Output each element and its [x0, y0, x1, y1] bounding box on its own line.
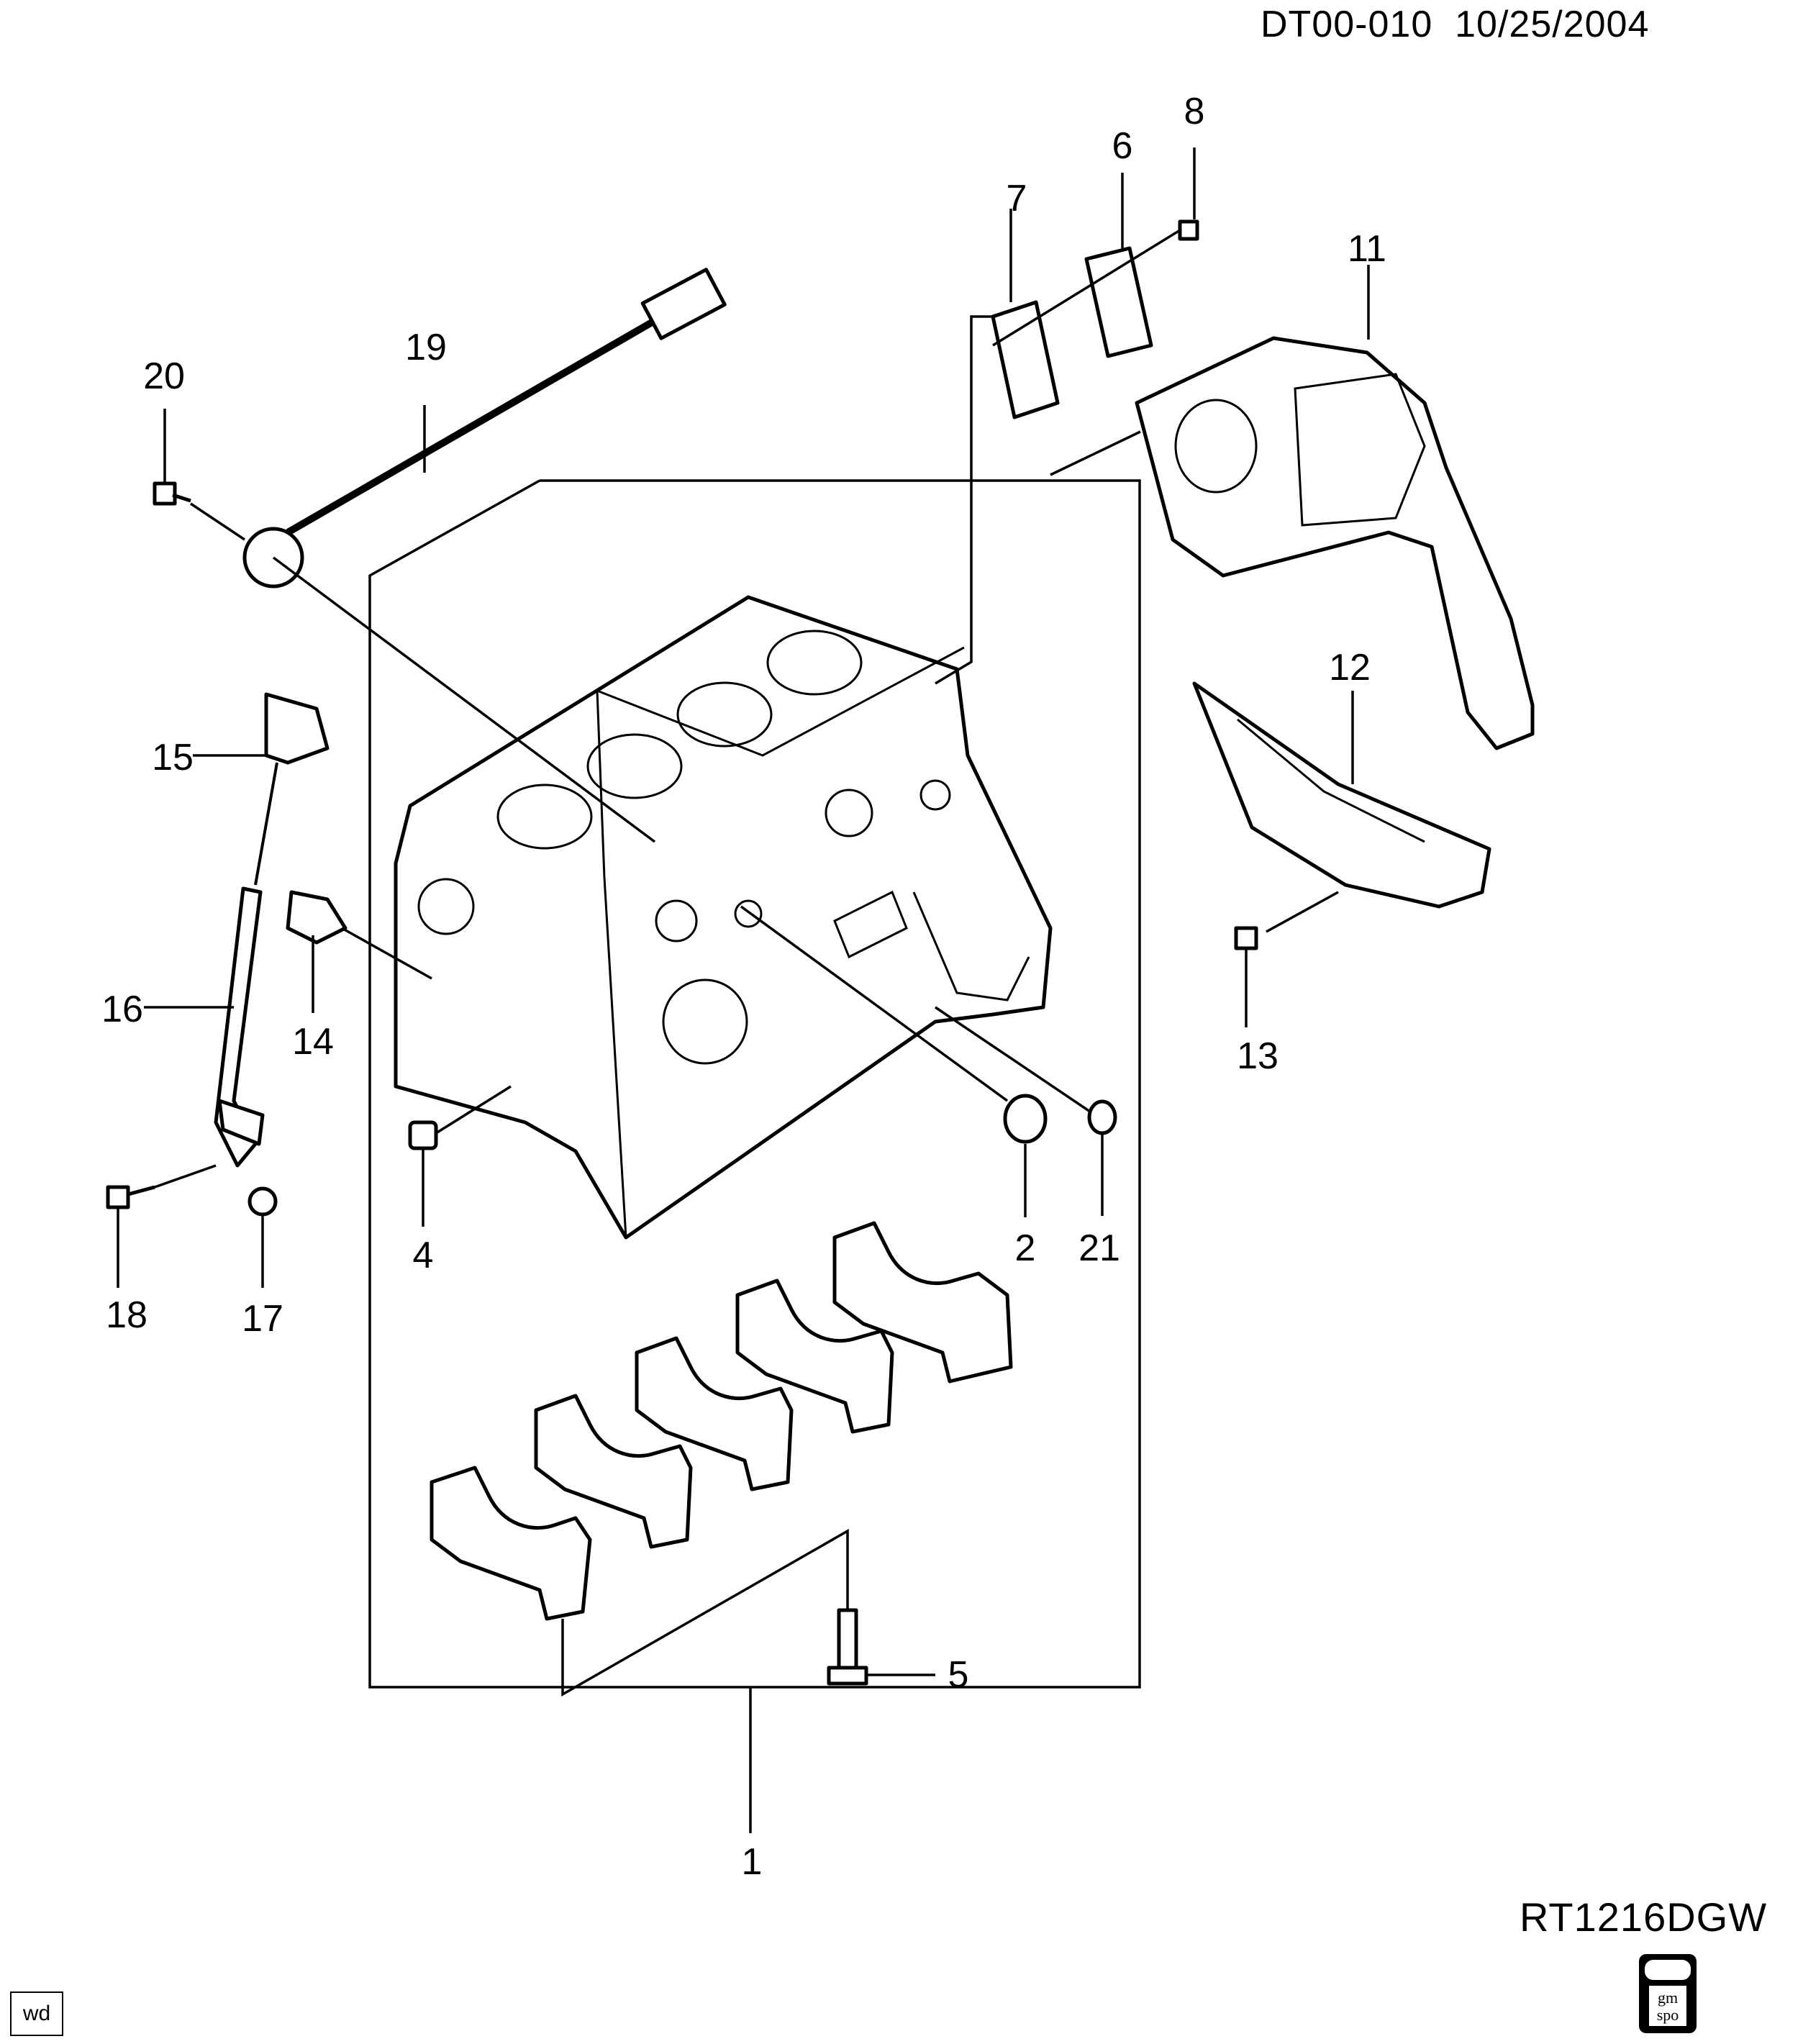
callout-15: 15 [152, 737, 194, 778]
svg-text:gm: gm [1658, 1989, 1678, 2007]
bolt-8-drawing [1178, 219, 1199, 241]
reference-code: RT1216DGW [1520, 1894, 1768, 1940]
callout-17: 17 [242, 1298, 283, 1340]
callout-2: 2 [1015, 1227, 1036, 1269]
callout-4: 4 [413, 1235, 434, 1276]
drain-plug-drawing [408, 1120, 438, 1150]
bearing-caps-drawing [430, 1221, 1013, 1621]
callout-12: 12 [1329, 647, 1371, 689]
cover-bolt-drawing [1234, 926, 1258, 950]
callout-13: 13 [1237, 1035, 1279, 1077]
callout-1: 1 [742, 1841, 763, 1883]
callout-6: 6 [1112, 125, 1133, 167]
corner-tag: wd [10, 1991, 63, 2036]
callout-14: 14 [292, 1021, 334, 1063]
sensor-bolt-drawing [153, 481, 191, 506]
callout-5: 5 [948, 1654, 969, 1696]
callout-16: 16 [101, 989, 143, 1030]
gasket-6-drawing [1084, 246, 1153, 358]
callout-18: 18 [106, 1294, 147, 1336]
callout-21: 21 [1078, 1227, 1120, 1269]
callout-11: 11 [1348, 228, 1386, 270]
callout-19: 19 [405, 327, 447, 368]
callout-8: 8 [1184, 91, 1205, 132]
logo-badge-icon: gm spo [1645, 1960, 1691, 2026]
belt-cover-drawing [1192, 681, 1491, 909]
document-code: DT00-010 10/25/2004 [1261, 4, 1650, 45]
dipstick-drawing [254, 692, 330, 886]
gm-spo-logo: gm spo [1639, 1954, 1697, 2033]
cylinder-block-drawing [394, 595, 1053, 1240]
assembly-box [368, 479, 1141, 1689]
cover-plate-7-drawing [991, 300, 1060, 419]
washer-drawing [247, 1186, 278, 1217]
timing-cover-plate-drawing [1135, 336, 1535, 750]
knock-sensor-drawing [242, 268, 727, 589]
callout-20: 20 [143, 355, 185, 397]
cap-bolt-drawing [827, 1608, 868, 1686]
svg-text:spo: spo [1657, 2006, 1679, 2024]
tube-bolt-drawing [106, 1185, 155, 1209]
oil-pressure-switch-drawing [286, 890, 348, 945]
oil-seal-drawing [1003, 1094, 1048, 1144]
dipstick-tube-drawing [214, 886, 265, 1168]
plug-21-drawing [1087, 1099, 1117, 1135]
callout-7: 7 [1007, 178, 1027, 219]
